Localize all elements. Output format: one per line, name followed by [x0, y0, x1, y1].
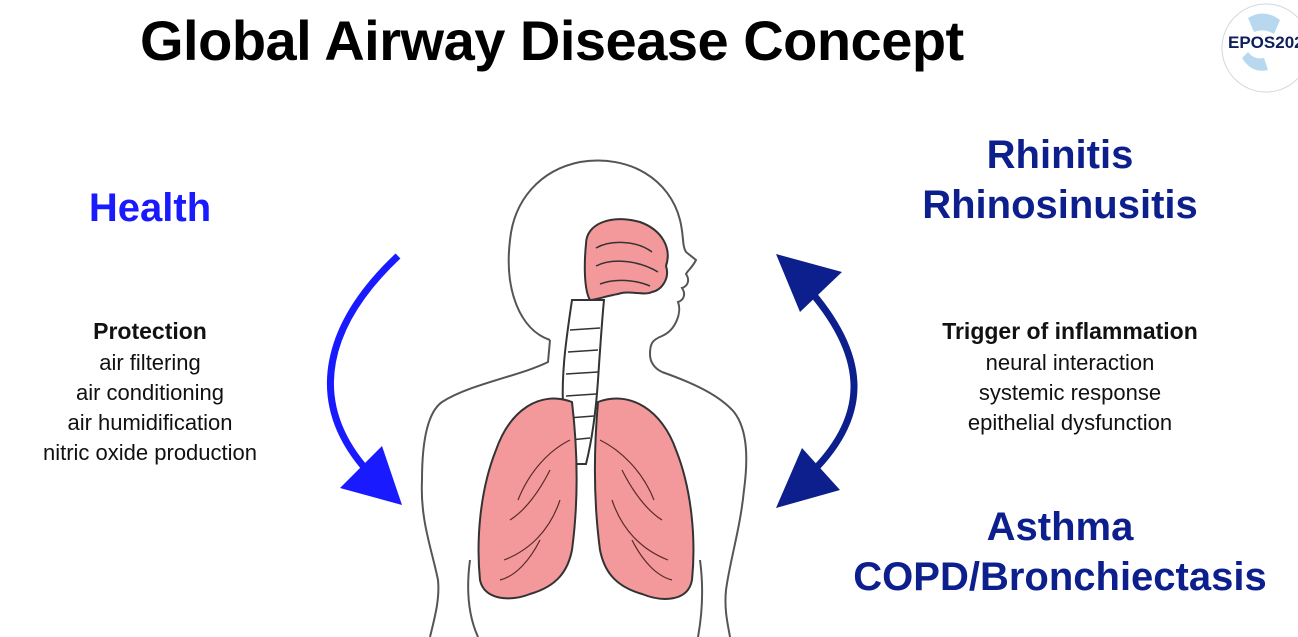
health-arrowhead	[340, 446, 402, 505]
right-lung	[595, 399, 694, 599]
disease-arrowhead-down	[776, 448, 840, 508]
disease-arrow	[806, 286, 854, 478]
nasal-cavity	[585, 219, 668, 300]
disease-arrowhead-up	[776, 254, 842, 312]
respiratory-anatomy-illustration	[400, 140, 760, 637]
left-lung	[479, 399, 577, 599]
health-arrow	[330, 256, 398, 476]
